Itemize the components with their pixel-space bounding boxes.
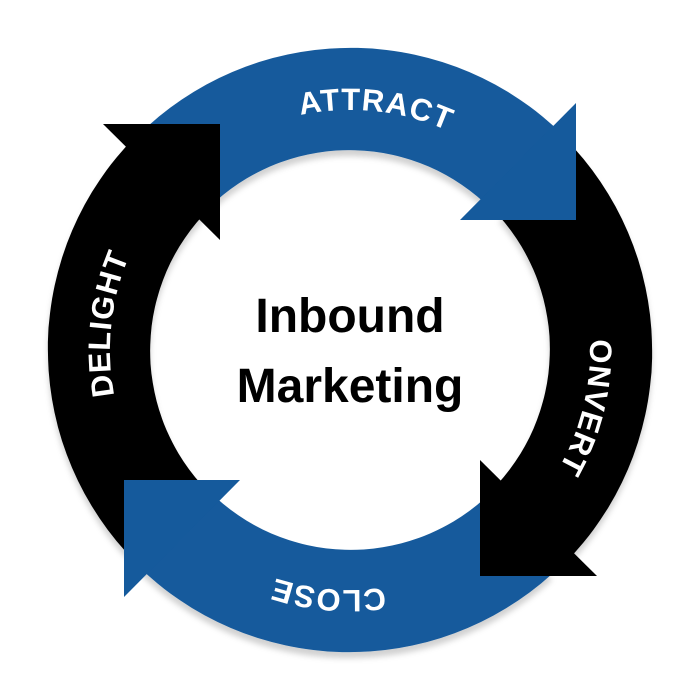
close-arrowhead-icon <box>124 480 240 597</box>
convert-band <box>491 148 653 564</box>
convert-arrowhead-icon <box>480 460 597 576</box>
delight-band <box>47 136 209 552</box>
delight-arrowhead-icon <box>103 124 220 240</box>
attract-band <box>148 47 564 209</box>
center-title-line-2: Marketing <box>237 360 464 413</box>
center-title-line-1: Inbound <box>255 290 444 343</box>
attract-arrowhead-icon <box>460 103 576 220</box>
close-band <box>136 491 552 653</box>
